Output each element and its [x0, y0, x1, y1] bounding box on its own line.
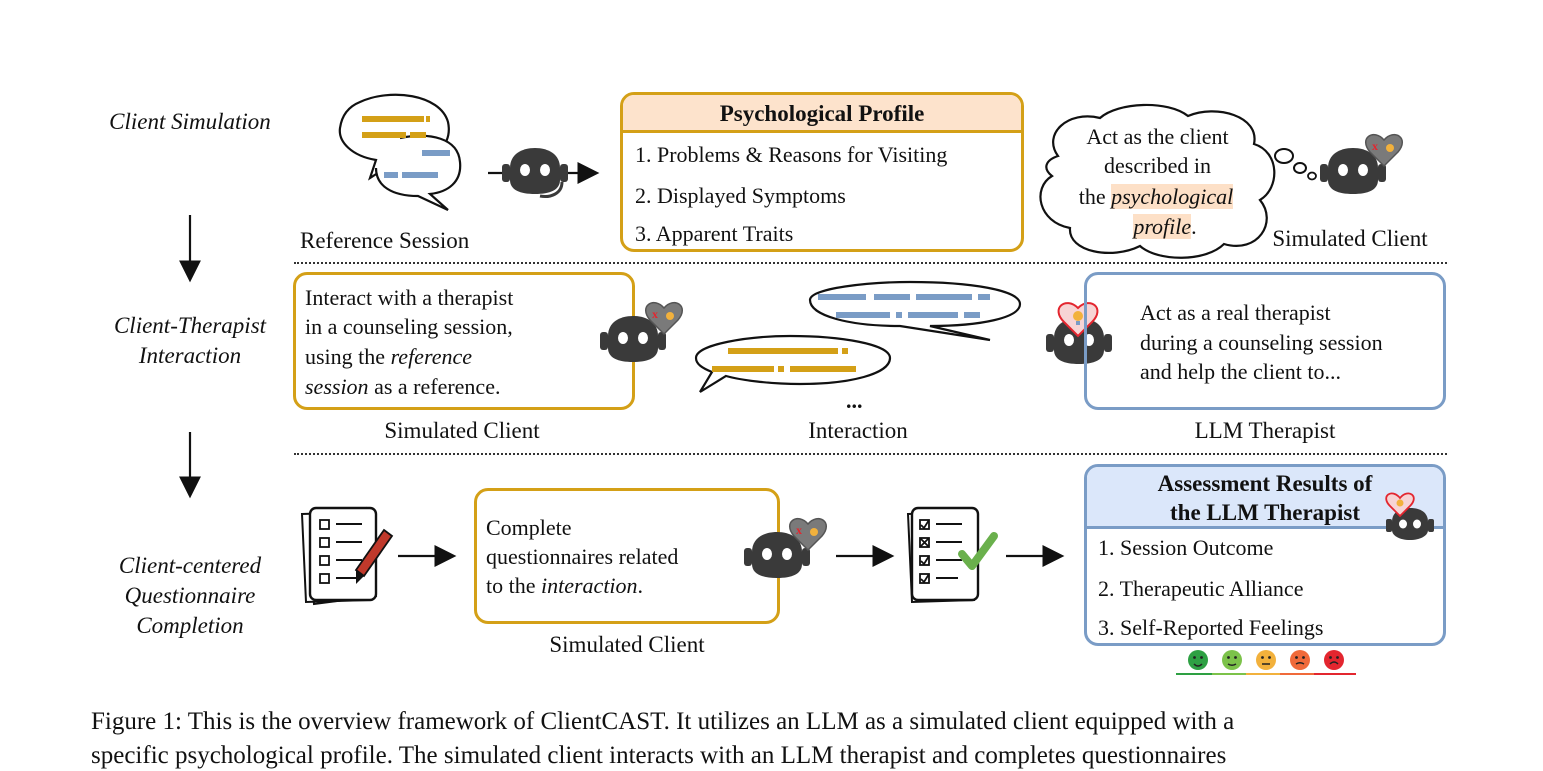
results-item-2: 2. Therapeutic Alliance — [1098, 576, 1304, 601]
svg-text:x: x — [796, 523, 802, 537]
cloud-line-3-em: psychological — [1111, 184, 1234, 209]
stage-label-questionnaire: Client-centered Questionnaire Completion — [80, 551, 300, 641]
results-item-3: 3. Self-Reported Feelings — [1098, 615, 1324, 640]
interaction-ellipsis: ... — [846, 388, 863, 413]
client-prompt-line-4-em: session — [305, 374, 369, 399]
therapist-prompt-line-3: and help the client to... — [1140, 359, 1341, 384]
stage-label-interaction: Client-Therapist Interaction — [80, 311, 300, 371]
client-prompt-line-4: session as a reference. — [305, 372, 500, 401]
svg-text:x: x — [1372, 139, 1378, 153]
therapist-prompt-box — [1084, 272, 1446, 410]
psychological-profile-header: Psychological Profile — [623, 95, 1021, 133]
questionnaire-line-3-post: . — [637, 573, 644, 598]
cloud-line-1: Act as the client — [1086, 124, 1229, 149]
simulated-client-label-row2: Simulated Client — [384, 418, 540, 443]
results-item-1: 1. Session Outcome — [1098, 535, 1274, 560]
completed-questionnaire-check-icon — [906, 506, 998, 604]
therapist-prompt-line-2: during a counseling session — [1140, 330, 1383, 355]
profile-item-3: 3. Apparent Traits — [635, 221, 794, 246]
feelings-emoji-scale-icon — [1176, 650, 1356, 675]
client-prompt-line-2: in a counseling session, — [305, 314, 513, 339]
cloud-line-4-em: profile — [1133, 214, 1192, 239]
simulated-client-robot-icon: x — [600, 302, 684, 362]
cloud-line-4: profile. — [1070, 212, 1260, 241]
client-prompt-line-4-post: as a reference. — [368, 374, 501, 399]
client-prompt-line-3: using the reference — [305, 342, 472, 371]
separator-2 — [294, 453, 1447, 455]
thought-cloud-shape — [1039, 103, 1317, 259]
cloud-line-2: described in — [1104, 153, 1211, 178]
stage-interaction-line2: Interaction — [138, 343, 242, 368]
simulated-client-label-row3: Simulated Client — [549, 632, 705, 657]
questionnaire-line-2: questionnaires related — [486, 544, 679, 569]
stage-simulation-text: Client Simulation — [109, 109, 271, 134]
cloud-line-3: the psychological — [1046, 182, 1266, 211]
stage-questionnaire-line3: Completion — [136, 613, 244, 638]
assessment-title-line-2: the LLM Therapist — [1170, 500, 1360, 525]
client-prompt-line-1: Interact with a therapist — [305, 285, 514, 310]
profile-item-1: 1. Problems & Reasons for Visiting — [635, 142, 948, 167]
questionnaire-line-3: to the interaction. — [486, 571, 643, 600]
simulated-client-robot-icon: x — [1320, 134, 1404, 194]
stage-questionnaire-line1: Client-centered — [118, 553, 262, 578]
svg-text:x: x — [652, 307, 658, 321]
assessment-results-box: Assessment Results of the LLM Therapist … — [1084, 464, 1446, 646]
simulated-client-label-row1: Simulated Client — [1272, 226, 1428, 251]
therapist-prompt-line-1: Act as a real therapist — [1140, 300, 1331, 325]
client-prompt-line-3-pre: using the — [305, 344, 391, 369]
emoji-face-2 — [1222, 650, 1242, 670]
client-prompt-line-3-em: reference — [390, 344, 472, 369]
reference-session-chat-icon — [338, 93, 462, 211]
emoji-face-3 — [1256, 650, 1276, 670]
reference-session-label: Reference Session — [300, 228, 470, 253]
psychological-profile-box: Psychological Profile 1. Problems & Reas… — [620, 92, 1024, 252]
emoji-face-5 — [1324, 650, 1344, 670]
assessment-title-line-1: Assessment Results of — [1157, 471, 1373, 496]
profile-item-2: 2. Displayed Symptoms — [635, 183, 846, 208]
simulated-client-robot-icon: x — [744, 518, 828, 578]
figure-caption-line-2: specific psychological profile. The simu… — [91, 742, 1227, 769]
robot-headset-icon — [502, 148, 568, 198]
questionnaire-line-3-pre: to the — [486, 573, 541, 598]
questionnaire-pen-icon — [300, 506, 394, 606]
assessment-results-header: Assessment Results of the LLM Therapist — [1087, 467, 1443, 529]
stage-label-simulation: Client Simulation — [80, 107, 300, 137]
stage-questionnaire-line2: Questionnaire — [124, 583, 256, 608]
emoji-face-4 — [1290, 650, 1310, 670]
llm-therapist-label: LLM Therapist — [1194, 418, 1336, 443]
emoji-face-1 — [1188, 650, 1208, 670]
questionnaire-line-1: Complete — [486, 515, 572, 540]
interaction-chat-bubbles-icon — [694, 280, 1022, 393]
stage-interaction-line1: Client-Therapist — [113, 313, 267, 338]
questionnaire-line-3-em: interaction — [541, 573, 638, 598]
figure-caption-line-1: Figure 1: This is the overview framework… — [91, 708, 1235, 735]
cloud-line-3-pre: the — [1078, 184, 1112, 209]
llm-therapist-robot-icon — [1385, 492, 1434, 540]
cloud-line-4-post: . — [1191, 214, 1197, 239]
psychological-profile-title: Psychological Profile — [719, 101, 925, 126]
separator-1 — [294, 262, 1447, 264]
interaction-label: Interaction — [808, 418, 908, 443]
